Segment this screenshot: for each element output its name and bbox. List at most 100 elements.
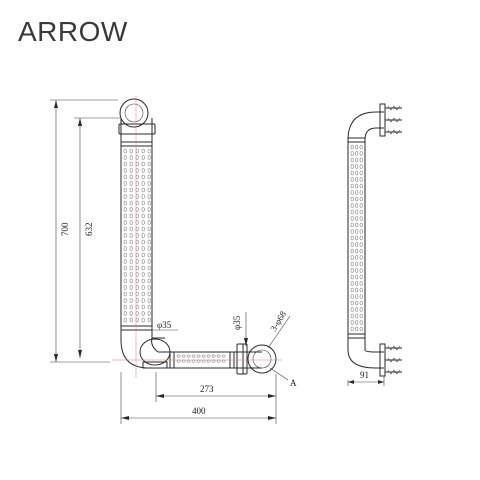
grip-dot [350, 190, 354, 195]
grip-dot [135, 298, 139, 303]
grip-dot [181, 359, 186, 363]
grip-dot [129, 207, 133, 212]
grip-dot [355, 248, 359, 254]
grip-dot [129, 311, 133, 316]
grip-dot [359, 242, 363, 247]
grip-dot [141, 194, 145, 199]
grip-dot [350, 177, 354, 182]
grip-dot [135, 155, 139, 160]
grip-dot [147, 200, 151, 206]
grip-dot [359, 216, 363, 221]
grip-dot [135, 317, 139, 323]
dim-inner-width: 273 [200, 384, 214, 394]
grip-dot [355, 300, 359, 306]
grip-dot [141, 213, 145, 219]
grip-dot [129, 181, 133, 186]
grip-dot [147, 278, 151, 284]
grip-dot [141, 291, 145, 297]
grip-dot [141, 161, 145, 167]
grip-dot [123, 239, 127, 245]
grip-dot [355, 294, 359, 299]
grip-dot [135, 213, 139, 219]
grip-dot [196, 359, 201, 363]
grip-dot [135, 233, 139, 238]
grip-dot [147, 187, 151, 193]
grip-dot [123, 233, 127, 238]
grip-dot [221, 359, 226, 363]
grip-dot [350, 300, 354, 306]
grip-dot [123, 291, 127, 297]
grip-dot [359, 294, 363, 299]
grip-dot [359, 151, 363, 156]
grip-dot [129, 278, 133, 284]
right-flange [236, 343, 277, 375]
grip-dot [350, 248, 354, 254]
grip-dot [359, 183, 363, 189]
grip-dot [147, 259, 151, 264]
grip-dot [355, 235, 359, 241]
grip-dot [123, 194, 127, 199]
grip-dot [135, 226, 139, 232]
grip-dot [141, 246, 145, 251]
grip-dot [355, 164, 359, 169]
grip-dot [129, 265, 133, 271]
grip-dot [211, 359, 216, 363]
brand-logo: ARROW [18, 16, 128, 47]
grip-dot [350, 170, 354, 176]
grip-dot [359, 222, 363, 228]
grip-dot [355, 196, 359, 202]
grip-dot [355, 307, 359, 312]
grip-dot [123, 207, 127, 212]
grip-dot [181, 354, 186, 358]
grip-end-top [120, 141, 153, 147]
grip-dot [201, 359, 206, 363]
grip-dot [135, 148, 139, 154]
grip-dot [355, 177, 359, 182]
grip-dot [135, 252, 139, 258]
grip-dot [216, 359, 221, 363]
grip-dot [147, 291, 151, 297]
grip-dot [123, 174, 127, 180]
grip-dot [129, 272, 133, 277]
grip-dot [129, 304, 133, 310]
grip-dot [355, 268, 359, 273]
grip-dot [135, 200, 139, 206]
grip-dot [147, 226, 151, 232]
grip-dot [359, 157, 363, 163]
grip-dot [350, 268, 354, 273]
grip-dot [123, 311, 127, 316]
grip-dot [141, 311, 145, 316]
grip-dot [135, 174, 139, 180]
grip-dot [135, 311, 139, 316]
grip-dot [147, 148, 151, 154]
grip-dot [355, 274, 359, 280]
side-bottom-screws [385, 345, 402, 375]
dim-tube-diameter-2: φ35 [232, 315, 242, 330]
grip-dot [129, 285, 133, 290]
grip-dot [135, 161, 139, 167]
grip-dot [123, 168, 127, 173]
grip-dot [129, 168, 133, 173]
grip-dot [355, 320, 359, 325]
grip-dot [191, 359, 196, 363]
elbow-flange [139, 338, 171, 369]
grip-dot [135, 265, 139, 271]
grip-dot [350, 164, 354, 169]
grip-dot [147, 233, 151, 238]
grip-dot [355, 255, 359, 260]
grip-dot [359, 274, 363, 280]
grip-dot [147, 168, 151, 173]
grip-dot [129, 317, 133, 323]
grip-dot [201, 354, 206, 358]
dim-overall-height: 700 [60, 222, 70, 236]
grip-dot [123, 161, 127, 167]
detail-label-a: A [290, 378, 297, 388]
grip-dot [355, 287, 359, 293]
grip-dot [359, 281, 363, 286]
dim-flange: 3-φ68 [268, 309, 288, 333]
grip-dot [123, 304, 127, 310]
side-view: 91 [347, 103, 402, 386]
dim-inner-height: 632 [84, 223, 94, 237]
grip-dot [355, 281, 359, 286]
